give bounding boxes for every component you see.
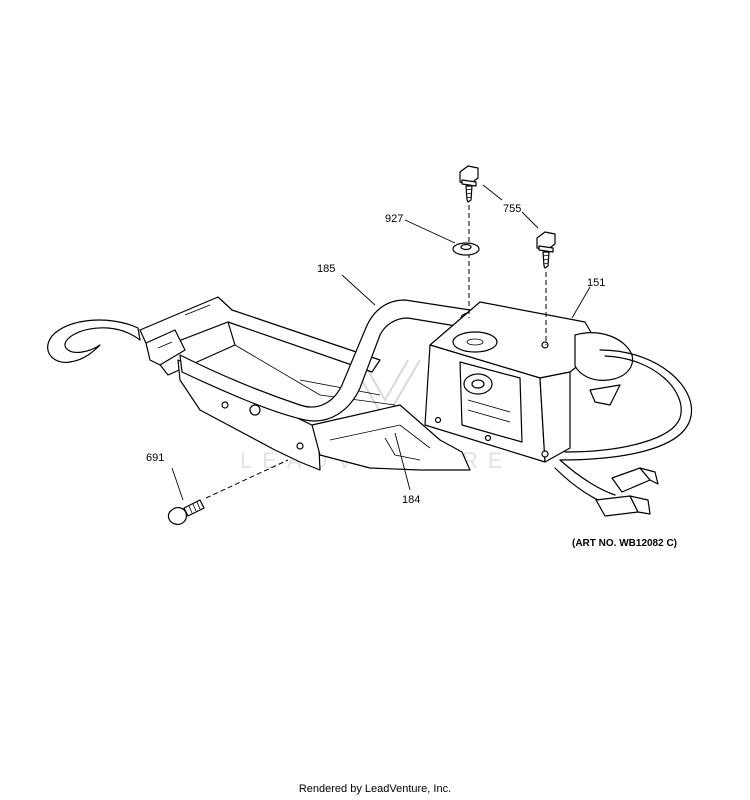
- wire-connector: [595, 495, 651, 517]
- leader-lines: [171, 184, 591, 501]
- callout-184: 184: [402, 494, 420, 506]
- art-number: (ART NO. WB12082 C): [572, 538, 677, 549]
- callout-185: 185: [317, 263, 335, 275]
- screw-755-a: [459, 165, 479, 318]
- footer-credit: Rendered by LeadVenture, Inc.: [298, 783, 452, 795]
- wire-connector: [611, 467, 659, 493]
- callout-927: 927: [385, 213, 403, 225]
- screw-691: [167, 459, 289, 525]
- washer-927: [452, 242, 480, 256]
- callout-755: 755: [503, 203, 521, 215]
- callout-151: 151: [587, 277, 605, 289]
- motor-assembly-151: [424, 301, 693, 517]
- screw-755-b: [536, 231, 556, 345]
- mounting-bracket-184: [47, 296, 471, 471]
- callout-691: 691: [146, 452, 164, 464]
